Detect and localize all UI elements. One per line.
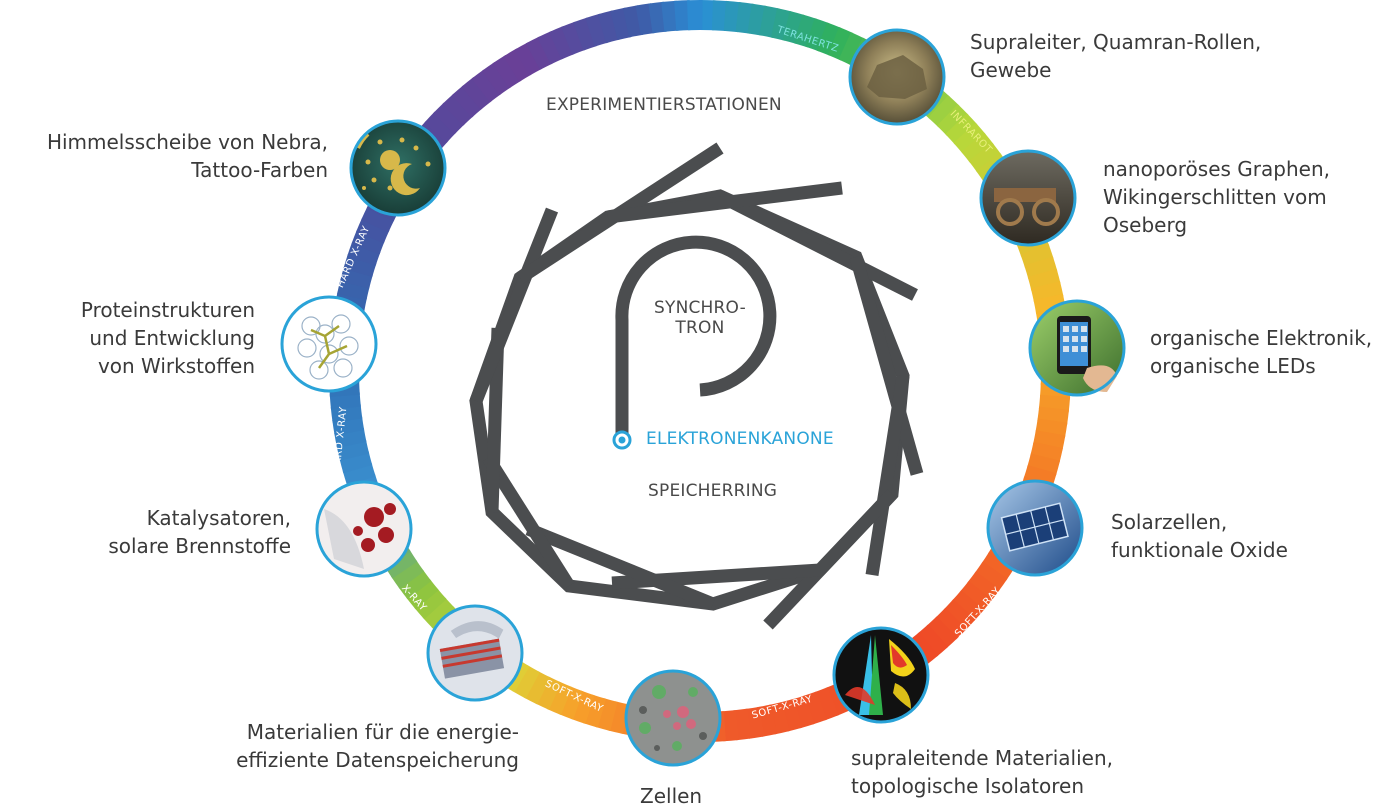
protein-photo [282,297,376,391]
beamline-tangents [476,148,917,625]
catalyst-photo [317,482,411,576]
label-isolatoren: supraleitende Materialien,topologische I… [851,744,1113,800]
experiment-stations-label: EXPERIMENTIERSTATIONEN [546,95,782,115]
label-nebra: Himmelsscheibe von Nebra,Tattoo-Farben [47,128,328,184]
label-zellen: Zellen [640,782,702,810]
synchrotron [614,242,770,448]
electron-gun-label: ELEKTRONENKANONE [646,429,834,449]
label-elektronik: organische Elektronik,organische LEDs [1150,324,1372,380]
spectrum-photo [834,628,928,722]
nebra-disc-photo [351,121,445,215]
cells-photo [626,671,720,765]
band-vuv: VUV [1071,436,1085,460]
label-datenspeicherung: Materialien für die energie-effiziente D… [236,718,519,774]
label-solarzellen: Solarzellen,funktionale Oxide [1111,508,1288,564]
label-katalysatoren: Katalysatoren,solare Brennstoffe [108,504,291,560]
rock-photo [850,30,944,124]
synchrotron-label: SYNCHRO- TRON [654,298,746,338]
synchrotron-loop [622,242,770,440]
storage-ring-label: SPEICHERRING [648,481,777,501]
phone-photo [1030,301,1124,395]
storage-ring [476,148,917,625]
chip-photo [428,606,522,700]
sled-photo [981,151,1075,245]
label-graphen: nanoporöses Graphen,Wikingerschlitten vo… [1103,155,1330,239]
solar-panel-photo [988,481,1082,575]
label-supraleiter: Supraleiter, Quamran-Rollen,Gewebe [970,28,1261,84]
photos [282,30,1124,765]
